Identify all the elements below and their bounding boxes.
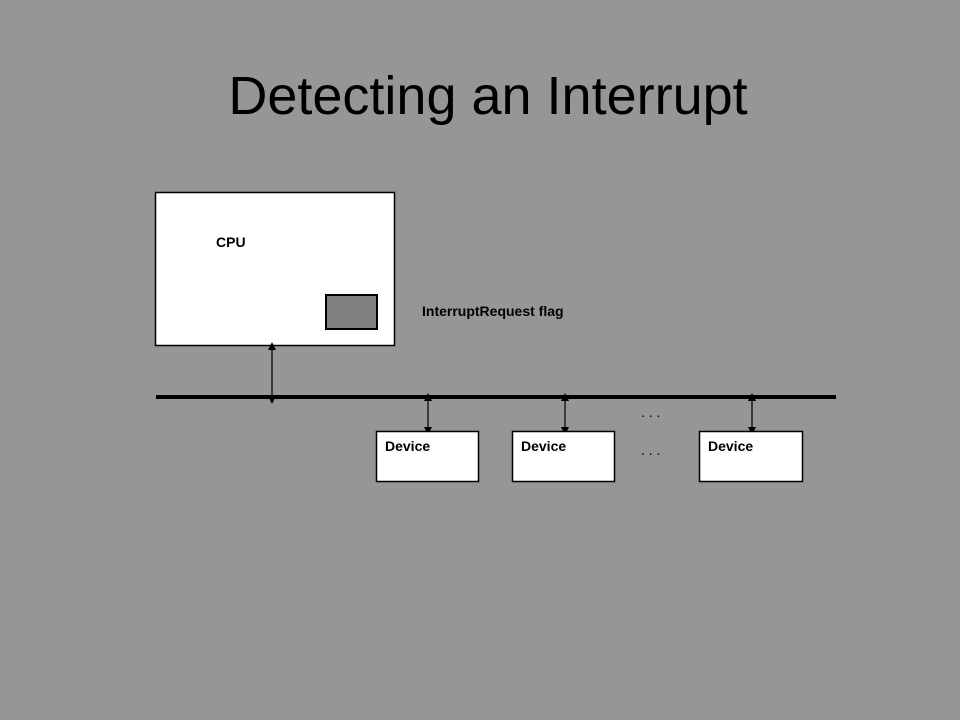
interrupt-flag-box (325, 294, 378, 330)
device-label: Device (385, 438, 431, 454)
device-box (511, 430, 616, 483)
device-box (698, 430, 804, 483)
ellipsis-lower: . . . (641, 442, 661, 458)
device-box (375, 430, 480, 483)
interrupt-flag-label: InterruptRequest flag (422, 303, 564, 319)
device-label: Device (521, 438, 567, 454)
device-label: Device (708, 438, 754, 454)
cpu-label: CPU (216, 234, 246, 250)
ellipsis-upper: . . . (641, 404, 661, 420)
slide-title: Detecting an Interrupt (228, 66, 748, 126)
